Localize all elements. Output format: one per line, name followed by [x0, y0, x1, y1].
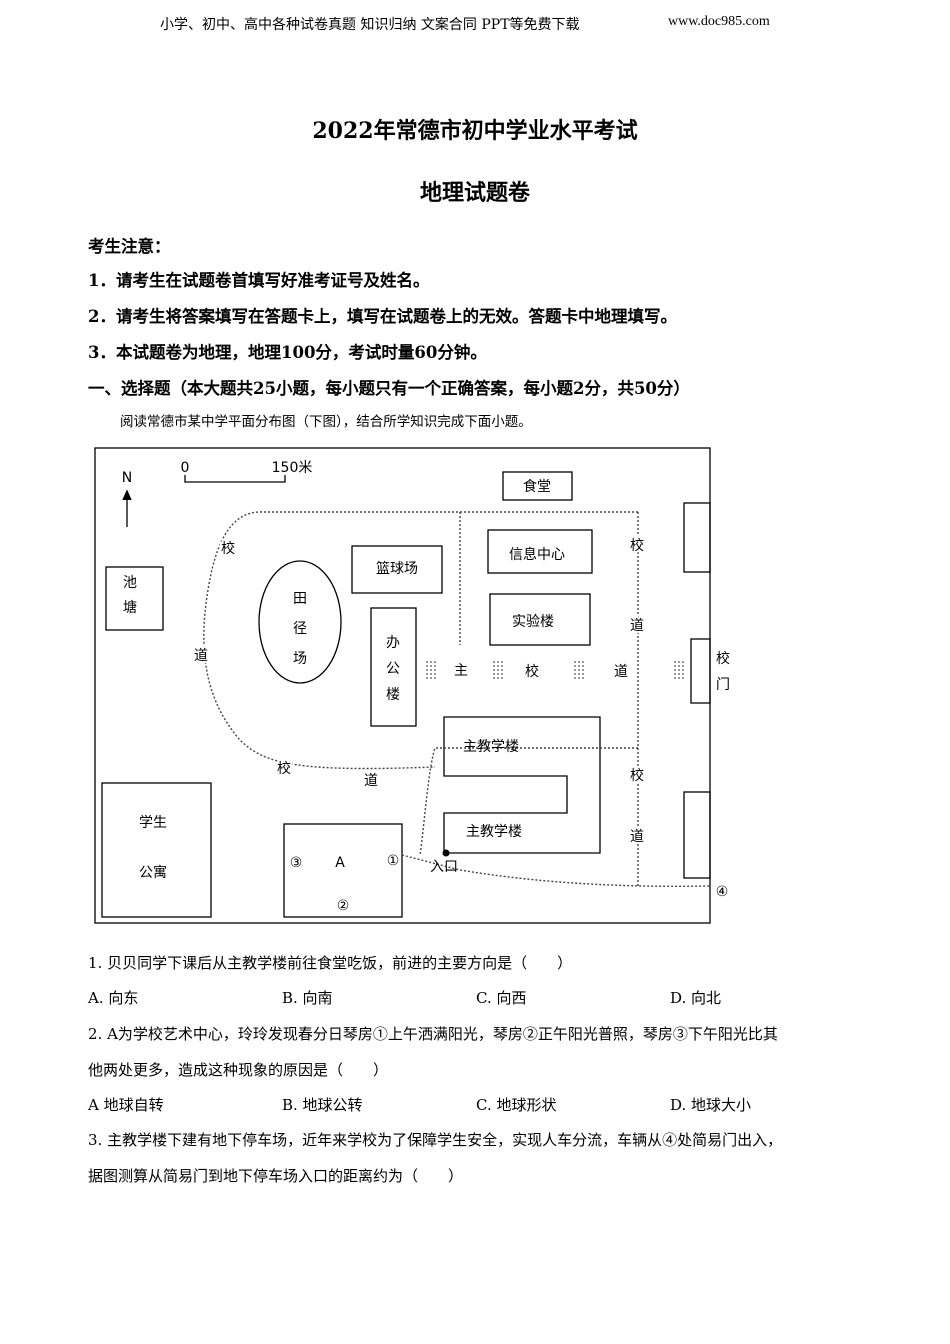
east-building-box [683, 791, 711, 879]
gate-box [690, 638, 711, 704]
info-center-box [487, 529, 593, 574]
dorm-label: 公寓 [139, 864, 167, 881]
road-label: 校 [277, 760, 291, 777]
info-center-label: 信息中心 [509, 546, 565, 563]
road-label: 道 [194, 648, 208, 664]
office-label: 楼 [386, 687, 400, 703]
dorm-box [101, 782, 212, 918]
road-label: 校 [221, 540, 235, 557]
scale-bar [184, 475, 286, 483]
north-label: N [122, 470, 132, 486]
point-2-label: ② [337, 898, 350, 914]
track-label: 田 [293, 591, 307, 607]
office-label: 公 [386, 661, 400, 677]
notice-item: 3．本试题卷为地理，地理100分，考试时量60分钟。 [88, 343, 487, 362]
track-ellipse [258, 560, 342, 684]
track-label: 径 [293, 621, 307, 637]
scale-zero: 0 [181, 460, 190, 476]
point-1-label: ① [387, 853, 400, 869]
notice-item: 2．请考生将答案填写在答题卡上，填写在试题卷上的无效。答题卡中地理填写。 [88, 307, 677, 326]
school-map: N 0 150米 食堂 池 塘 田 径 场 篮球场 办 公 楼 信息中心 实验楼… [94, 447, 730, 924]
exam-title: 2022年常德市初中学业水平考试 [312, 118, 638, 144]
main-road-label: 道 [614, 664, 628, 680]
map-intro: 阅读常德市某中学平面分布图（下图），结合所学知识完成下面小题。 [120, 414, 532, 430]
art-center-label: A [335, 855, 345, 871]
notice-item: 1．请考生在试题卷首填写好准考证号及姓名。 [88, 271, 430, 290]
main-building-label: 主教学楼 [466, 824, 522, 840]
main-building-label: 主教学楼 [463, 739, 519, 755]
gate-label: 校 [716, 650, 730, 667]
question-2-cont: 他两处更多，造成这种现象的原因是（ ） [88, 1061, 389, 1079]
section-heading: 一、选择题（本大题共25小题，每小题只有一个正确答案，每小题2分，共50分） [88, 379, 690, 398]
track-label: 场 [293, 651, 307, 667]
road-label: 校 [630, 537, 644, 554]
east-building-box [683, 502, 711, 573]
main-road-label: 主 [454, 663, 468, 679]
road-label: 道 [630, 829, 644, 845]
main-building-shape [443, 716, 601, 854]
road-label: 校 [630, 767, 644, 784]
road-label: 道 [364, 773, 378, 789]
canteen-box [502, 471, 573, 501]
point-3-label: ③ [290, 855, 303, 871]
question-2: 2. A为学校艺术中心，玲玲发现春分日琴房①上午洒满阳光，琴房②正午阳光普照，琴… [88, 1025, 778, 1043]
gate-label: 门 [716, 677, 730, 693]
art-center-box [283, 823, 403, 918]
dorm-label: 学生 [139, 815, 167, 831]
canteen-label: 食堂 [523, 478, 551, 495]
office-box [370, 607, 417, 727]
office-label: 办 [386, 635, 400, 651]
q1-option-b[interactable]: B. 向南 [282, 989, 333, 1007]
pond-label: 塘 [123, 600, 137, 616]
q2-option-b[interactable]: B. 地球公转 [282, 1096, 363, 1114]
lab-label: 实验楼 [512, 614, 554, 630]
q1-option-c[interactable]: C. 向西 [476, 989, 527, 1007]
road-label: 道 [630, 618, 644, 634]
point-4-label: ④ [716, 884, 729, 900]
question-1: 1. 贝贝同学下课后从主教学楼前往食堂吃饭，前进的主要方向是（ ） [88, 954, 573, 972]
q1-option-d[interactable]: D. 向北 [670, 989, 722, 1007]
basketball-box [351, 545, 443, 594]
entrance-label: 入口 [430, 859, 458, 875]
q2-option-a[interactable]: A 地球自转 [88, 1096, 164, 1114]
main-road-label: 校 [525, 663, 539, 680]
pond-label: 池 [123, 575, 137, 591]
exam-subtitle: 地理试题卷 [419, 180, 530, 206]
scale-end: 150米 [272, 460, 313, 476]
site-url[interactable]: www.doc985.com [668, 14, 770, 29]
question-3: 3. 主教学楼下建有地下停车场，近年来学校为了保障学生安全，实现人车分流，车辆从… [88, 1131, 783, 1149]
q2-option-c[interactable]: C. 地球形状 [476, 1096, 557, 1114]
q1-option-a[interactable]: A. 向东 [88, 989, 139, 1007]
lab-box [489, 593, 591, 646]
roads [203, 511, 711, 888]
entrance-dot [442, 849, 450, 857]
notice-heading: 考生注意： [88, 237, 171, 256]
question-3-cont: 据图测算从简易门到地下停车场入口的距离约为（ ） [88, 1167, 464, 1185]
q2-option-d[interactable]: D. 地球大小 [670, 1096, 752, 1114]
basketball-label: 篮球场 [376, 561, 418, 577]
pond-box [105, 566, 164, 631]
site-header-text: 小学、初中、高中各种试卷真题 知识归纳 文案合同 PPT等免费下载 [160, 17, 580, 33]
